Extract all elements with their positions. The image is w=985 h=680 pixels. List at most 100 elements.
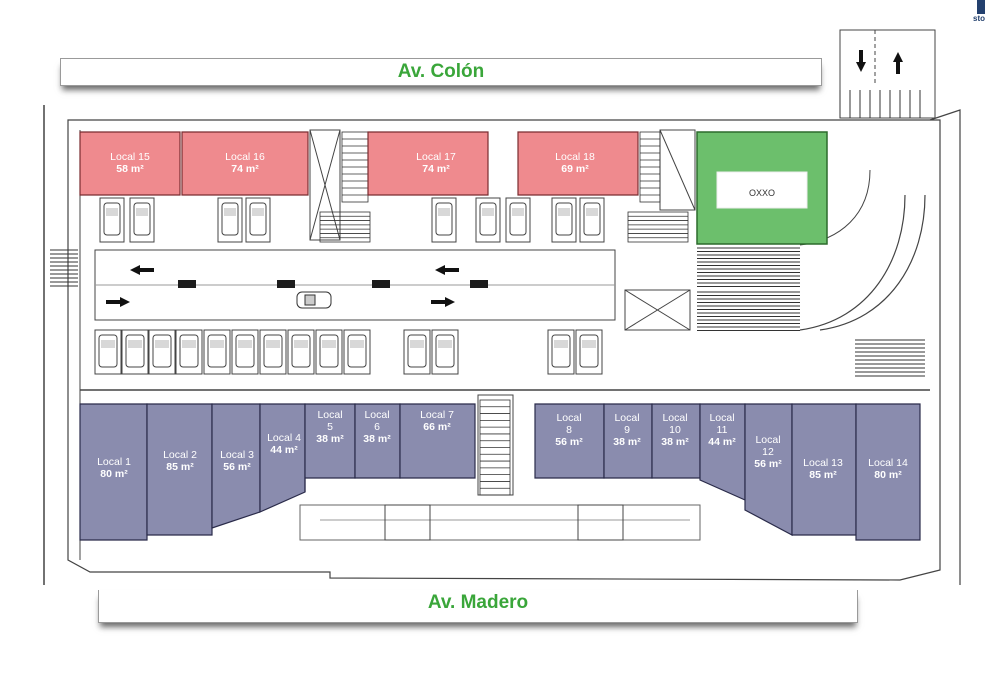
car-icon [296, 291, 332, 309]
shop-area [699, 403, 746, 501]
shop-area [517, 131, 639, 196]
shop-area [146, 403, 213, 536]
shop-area-label: 56 m² [223, 461, 251, 473]
shop-name: Local 7 [420, 409, 454, 421]
shop-name: 9 [624, 424, 630, 436]
shop-name: 10 [669, 424, 681, 436]
shop-name: 11 [717, 424, 728, 436]
shop-local-1[interactable]: Local 180 m² [79, 403, 148, 541]
shop-name: Local [709, 412, 734, 424]
shop-area [367, 131, 489, 196]
shop-local-3[interactable]: Local 356 m² [211, 403, 261, 529]
arrow-left-icon [130, 265, 154, 275]
arrow-down-icon [856, 50, 866, 72]
shop-area-label: 56 m² [555, 436, 583, 448]
corner-logo: sto [965, 0, 985, 24]
shop-name: Local 2 [163, 449, 197, 461]
shop-area-label: 38 m² [613, 436, 641, 448]
shop-name: Local 1 [97, 456, 131, 468]
shop-area-label: 74 m² [231, 163, 259, 175]
arrow-up-icon [893, 52, 903, 74]
shop-area-label: 44 m² [270, 444, 298, 456]
shop-local-7[interactable]: Local 766 m² [399, 403, 476, 479]
shop-local-2[interactable]: Local 285 m² [146, 403, 213, 536]
shop-area-label: 38 m² [661, 436, 689, 448]
shop-area-label: 85 m² [166, 461, 194, 473]
shop-name: Local [662, 412, 687, 424]
shop-area-label: 80 m² [874, 469, 902, 481]
anchor-store-sign [716, 171, 808, 209]
shop-area-label: 69 m² [561, 163, 589, 175]
anchor-store: OXXO [696, 131, 828, 245]
street-label-bottom: Av. Madero [98, 590, 858, 623]
logo-text: sto [973, 14, 985, 23]
arrow-right-icon [106, 297, 130, 307]
shop-area-label: 56 m² [754, 458, 782, 470]
shop-area [181, 131, 309, 196]
shop-area-label: 38 m² [363, 433, 391, 445]
shop-area-label: 66 m² [423, 421, 451, 433]
shop-name: Local [755, 434, 780, 446]
shop-area-label: 80 m² [100, 468, 128, 480]
shop-area [211, 403, 261, 529]
shop-area [855, 403, 921, 541]
anchor-store-label: OXXO [749, 188, 775, 198]
shop-area [399, 403, 476, 479]
shop-name: Local 18 [555, 151, 595, 163]
shop-area-label: 74 m² [422, 163, 450, 175]
shop-area-label: 44 m² [708, 436, 736, 448]
shop-name: Local [556, 412, 581, 424]
shop-name: Local 16 [225, 151, 265, 163]
shop-name: Local 13 [803, 457, 843, 469]
shop-area [354, 403, 401, 479]
shop-name: 6 [374, 421, 380, 433]
shop-name: Local [364, 409, 389, 421]
shop-name: Local 15 [110, 151, 150, 163]
street-name-bottom: Av. Madero [427, 592, 529, 613]
shop-name: Local 3 [220, 449, 254, 461]
shop-name: Local [317, 409, 342, 421]
shop-area [651, 403, 701, 479]
shop-name: 12 [762, 446, 774, 458]
shop-area [79, 131, 181, 196]
shop-name: Local 14 [868, 457, 908, 469]
shop-local-4[interactable]: Local 444 m² [259, 403, 306, 513]
shop-area [534, 403, 605, 479]
shop-area-label: 58 m² [116, 163, 144, 175]
shop-area [744, 403, 793, 536]
crosswalks [50, 90, 925, 377]
shop-area [259, 403, 306, 513]
stairs [319, 131, 689, 496]
parking-stalls [94, 197, 605, 375]
shop-area [304, 403, 356, 492]
shop-name: 5 [327, 421, 333, 433]
shop-name: Local [614, 412, 639, 424]
shop-area [791, 403, 857, 536]
pillars [178, 280, 488, 288]
logo-mark-icon [977, 0, 985, 14]
arrow-right-icon [431, 297, 455, 307]
arrow-left-icon [435, 265, 459, 275]
street-label-top: Av. Colón [60, 58, 822, 86]
shop-name: Local 17 [416, 151, 456, 163]
shop-name: Local 4 [267, 432, 301, 444]
shop-area-label: 85 m² [809, 469, 837, 481]
anchor-store-area [696, 131, 828, 245]
traffic-arrows [106, 50, 903, 307]
shop-area [79, 403, 148, 541]
